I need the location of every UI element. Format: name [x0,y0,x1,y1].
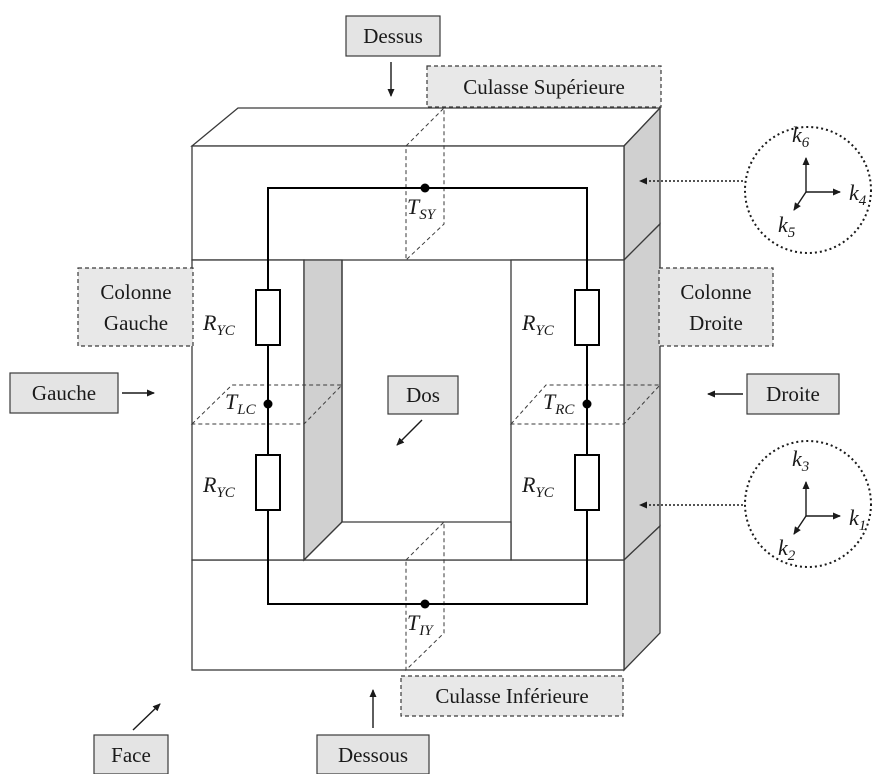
lower-yoke-front [191,559,625,671]
view-label-back: Dos [387,375,459,415]
axis-k5-arrow [793,191,807,211]
left-column-section [190,384,344,425]
label-r-left-upper: RYC [202,310,236,339]
section-planes [190,106,662,672]
view-right-text: Droite [766,382,820,406]
left-column-line2: Gauche [104,311,168,335]
resistor-left-lower [255,454,281,511]
transformer-core [190,106,662,672]
upper-yoke-front [191,145,625,261]
view-front-text: Face [111,743,151,767]
view-label-right: Droite [746,373,840,415]
label-r-right-lower: RYC [521,472,555,501]
view-label-bottom: Dessous [316,734,430,774]
region-label-left-column: Colonne Gauche [77,267,194,347]
label-k4: k4 [849,180,867,209]
right-column-front [510,259,625,561]
thermal-circuit [255,183,600,609]
region-label-upper-yoke: Culasse Supérieure [426,65,662,108]
label-r-right-upper: RYC [521,310,555,339]
label-k5: k5 [778,212,796,241]
view-label-top: Dessus [345,15,441,57]
node-upper-yoke [420,183,430,193]
upper-yoke-top-face [190,107,662,147]
axis-k2-arrow [793,515,807,535]
label-t-rc: TRC [543,389,575,418]
window-inner-shaded-face [303,259,343,562]
label-t-lc: TLC [225,389,257,418]
resistance-labels: RYC RYC RYC RYC [202,310,555,501]
lower-yoke-text: Culasse Inférieure [435,684,588,708]
axes-circle-yoke: k6 k4 k5 [744,122,872,254]
node-lower-yoke [420,599,430,609]
axes-circle-column: k3 k1 k2 [744,440,872,568]
label-r-left-lower: RYC [202,472,236,501]
right-column-side-face [623,222,661,562]
view-top-text: Dessus [363,24,423,48]
view-label-left: Gauche [9,372,119,414]
upper-yoke-text: Culasse Supérieure [463,75,625,99]
label-t-iy: TIY [407,610,434,639]
arrow-back [396,419,423,446]
region-label-right-column: Colonne Droite [658,267,774,347]
resistor-right-upper [574,289,600,346]
left-column-line1: Colonne [100,280,171,304]
region-label-lower-yoke: Culasse Inférieure [400,675,624,717]
label-k3: k3 [792,446,809,475]
upper-yoke-section [405,106,445,262]
label-t-sy: TSY [407,194,437,223]
view-bottom-text: Dessous [338,743,408,767]
right-column-line2: Droite [689,311,743,335]
resistor-right-lower [574,454,600,511]
node-left-column [263,399,273,409]
resistor-left-upper [255,289,281,346]
node-right-column [582,399,592,409]
label-k6: k6 [792,122,810,151]
window-inner-bottom-face [302,521,512,561]
label-k2: k2 [778,535,796,564]
view-label-front: Face [93,734,169,774]
label-k1: k1 [849,505,866,534]
view-left-text: Gauche [32,381,96,405]
right-column-line1: Colonne [680,280,751,304]
arrow-front [132,703,161,731]
node-labels: TSY TLC TRC TIY [225,194,575,639]
lower-yoke-section [405,520,445,672]
view-back-text: Dos [406,383,440,407]
